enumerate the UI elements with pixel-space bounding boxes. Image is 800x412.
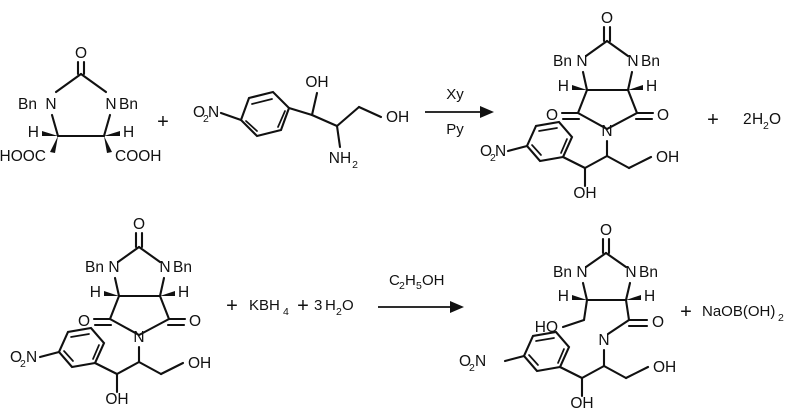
r1-reactant-1-structure: O N N Bn Bn H H HOOC COOH [0,45,162,165]
r2-arrow-oh-label: OH [422,272,445,289]
r2-naob-sub-label: 2 [778,312,784,324]
r2-reactant-1-nitro-sub-label: 2 [20,358,26,370]
r1-reactant-1-h-right-label: H [123,124,134,141]
r1-product-1-carbonyl-o-top-label: O [601,10,613,27]
r1-reactant-1-cooh-label: COOH [115,148,162,165]
r2-product-1-amide-o-label: O [652,314,664,331]
r2-arrow-h-sub-label: 5 [416,280,422,292]
r2-reactant-1-oh-right-label: OH [188,355,211,372]
r2-water-sub-label: 2 [336,306,342,318]
r1-product-1-bn-right-label: Bn [641,53,660,70]
r1-reactant-2-nitro-o-label: O [193,104,205,121]
r1-reactant-1-n-left-label: N [45,96,56,113]
r1-arrow-below-label: Py [446,121,464,138]
r2-reactant-1-structure: O N N Bn Bn H H O O N [10,216,211,408]
r2-product-1-bn-left-label: Bn [553,264,572,281]
r1-product-1-o-left-label: O [546,107,558,124]
r1-product-1-nitro-sub-label: 2 [490,152,496,164]
r1-reactant-1-n-right-label: N [105,96,116,113]
r2-reactant-2-kbh4: KBH 4 [249,297,289,318]
r2-plus-1: + [226,295,238,317]
r2-arrow-h-label: H [405,272,416,289]
r1-water-h-label: H [752,111,763,128]
r1-product-1-n-imide-label: N [601,123,612,140]
r2-product-1-nitro-sub-label: 2 [469,362,475,374]
r1-reactant-1-h-left-label: H [28,124,39,141]
r1-product-1-n-left-label: N [576,53,587,70]
r1-product-1-structure: O N N Bn Bn H H O [480,10,679,202]
r2-product-1-n-left-label: N [576,264,587,281]
r1-reactant-1-carbonyl-o-label: O [75,45,87,62]
r2-arrow-c-label: C [389,272,400,289]
r2-product-1-oh-bottom-label: OH [570,395,593,412]
r2-reactant-1-n-right-label: N [159,259,170,276]
r2-reactant-1-carbonyl-o-top-label: O [133,216,145,233]
r1-water-sub-label: 2 [763,120,769,132]
r2-plus-3: + [680,301,692,323]
r2-product-2-naob: NaOB(OH) 2 [702,303,784,324]
r1-reaction-arrow: Xy Py [425,86,494,138]
r1-arrow-above-label: Xy [446,86,464,103]
r2-water-o-label: O [342,297,354,314]
r1-plus-2: + [707,109,719,131]
r2-product-1-h-left-label: H [558,288,569,305]
r2-product-1-nitro-n-label: N [475,353,486,370]
r1-product-1-o-right-label: O [657,107,669,124]
r1-reactant-1-bn-left-label: Bn [18,96,37,113]
r2-product-1-structure: O N N Bn Bn H H HO O N [459,222,676,412]
r2-arrow-c-sub-label: 2 [399,280,405,292]
reaction-1: O N N Bn Bn H H HOOC COOH + [0,10,781,202]
r2-reactant-1-bn-right-label: Bn [173,259,192,276]
r2-product-1-amide-n-label: N [598,332,609,349]
r1-product-1-nitro-n-label: N [495,143,506,160]
r2-reactant-1-o-right-label: O [189,313,201,330]
r1-product-2-water: 2 H 2 O [743,111,781,132]
r1-reactant-1-hooc-label: HOOC [0,148,46,165]
r1-plus-1: + [157,111,169,133]
r2-reactant-1-n-left-label: N [108,259,119,276]
r1-reactant-2-structure: O 2 N OH NH 2 OH [193,74,409,171]
r2-reactant-1-o-left-label: O [78,313,90,330]
r2-water-coefficient-label: 3 [314,297,322,314]
r2-product-1-h-right-label: H [644,288,655,305]
r2-product-1-carbonyl-o-top-label: O [600,222,612,239]
r1-product-1-h-right-label: H [646,78,657,95]
r2-kbh4-sub-label: 4 [283,306,289,318]
r2-product-1-oh-right-label: OH [653,359,676,376]
r2-reactant-1-h-left-label: H [90,284,101,301]
r2-reactant-1-oh-bottom-label: OH [105,391,128,408]
r1-reactant-2-nh2-sub-label: 2 [352,159,358,171]
r1-reactant-2-oh-top-label: OH [305,74,328,91]
r1-product-1-nitro-o-label: O [480,143,492,160]
r2-reactant-1-bn-left-label: Bn [85,259,104,276]
r2-water-h-label: H [325,297,336,314]
r1-reactant-1-bn-right-label: Bn [119,96,138,113]
r1-water-coefficient-label: 2 [743,111,752,128]
r1-reactant-2-nitro-sub-label: 2 [203,113,209,125]
r2-reactant-1-n-imide-label: N [133,329,144,346]
r1-product-1-bn-left-label: Bn [553,53,572,70]
reaction-2: O N N Bn Bn H H O O N [10,216,784,412]
r2-reaction-arrow: C 2 H 5 OH [378,272,464,313]
r1-product-1-oh-bottom-label: OH [573,185,596,202]
r2-product-1-n-right-label: N [625,264,636,281]
r2-kbh4-label: KBH [249,297,280,314]
r2-reactant-1-nitro-n-label: N [26,349,37,366]
r2-reactant-1-nitro-o-label: O [10,349,22,366]
r2-product-1-bn-right-label: Bn [639,264,658,281]
r1-product-1-n-right-label: N [627,53,638,70]
r1-water-o-label: O [769,111,781,128]
r2-reactant-1-h-right-label: H [178,284,189,301]
r2-reactant-3-water: 3 H 2 O [314,297,354,318]
r1-reactant-2-oh-right-label: OH [386,109,409,126]
r2-naob-label: NaOB(OH) [702,303,775,320]
r1-reactant-2-nitro-n-label: N [208,104,219,121]
r2-product-1-nitro-o-label: O [459,353,471,370]
r1-product-1-oh-right-label: OH [656,149,679,166]
r2-plus-2: + [297,295,309,317]
r1-reactant-2-nh2-label: NH [329,150,351,167]
r1-product-1-h-left-label: H [558,78,569,95]
